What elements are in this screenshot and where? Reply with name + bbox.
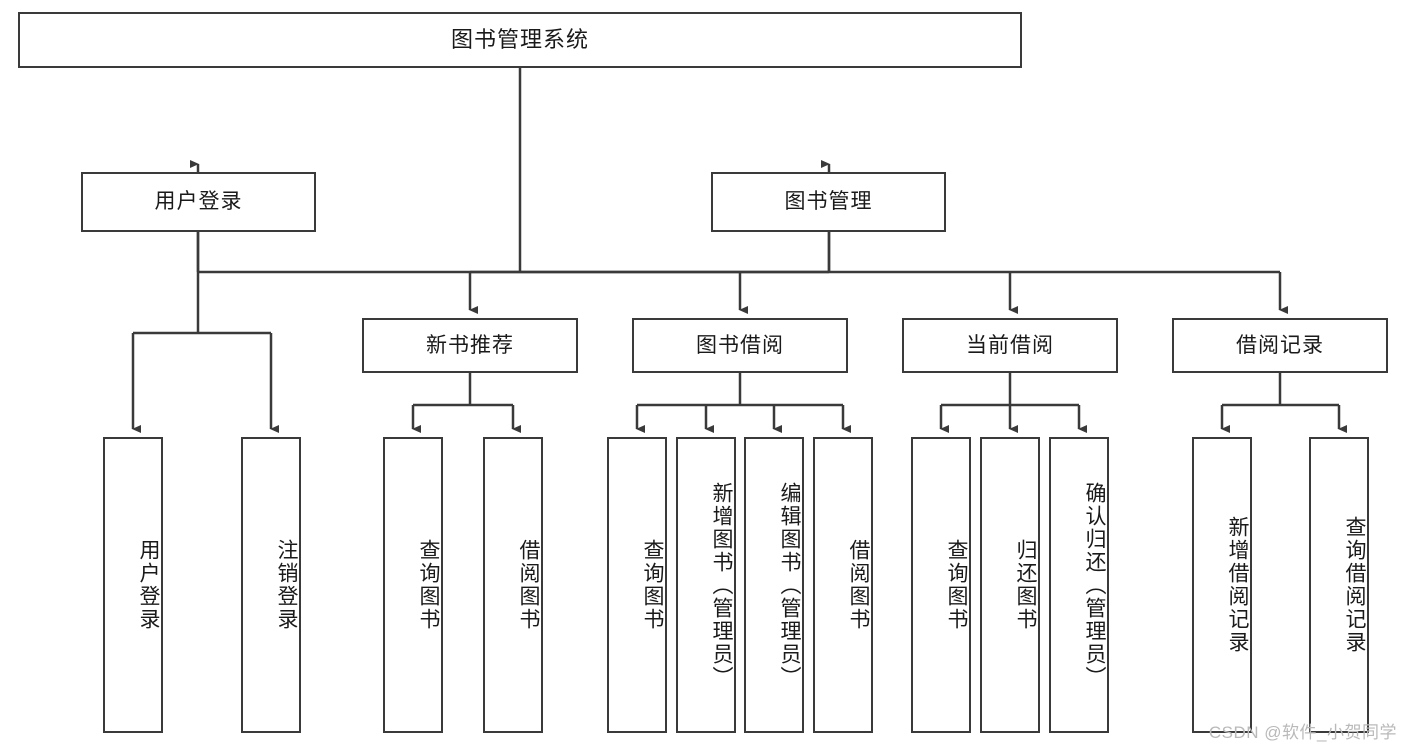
node-leaf-add-book-label: 新增图书（管理员）: [710, 481, 733, 689]
node-leaf-query-book-1-label: 查询图书: [417, 539, 440, 631]
node-user-login[interactable]: 用户登录: [81, 172, 316, 232]
node-leaf-confirm-return-label: 确认归还（管理员）: [1083, 481, 1106, 689]
node-book-borrow[interactable]: 图书借阅: [632, 318, 848, 373]
node-root[interactable]: 图书管理系统: [18, 12, 1022, 68]
node-borrow-record-label: 借阅记录: [1236, 333, 1324, 357]
node-root-label: 图书管理系统: [450, 26, 589, 52]
node-leaf-return-book[interactable]: 归还图书: [980, 437, 1040, 733]
node-user-login-label: 用户登录: [154, 190, 243, 214]
node-leaf-add-record[interactable]: 新增借阅记录: [1192, 437, 1252, 733]
csdn-watermark: CSDN @软件_小贺同学: [1208, 723, 1397, 742]
node-leaf-user-logout-label: 注销登录: [275, 539, 298, 631]
node-leaf-borrow-book-1[interactable]: 借阅图书: [483, 437, 543, 733]
node-leaf-query-record[interactable]: 查询借阅记录: [1309, 437, 1369, 733]
node-leaf-add-record-label: 新增借阅记录: [1226, 516, 1249, 654]
node-leaf-borrow-book-2-label: 借阅图书: [847, 539, 870, 631]
node-leaf-query-book-3-label: 查询图书: [945, 539, 968, 631]
node-leaf-query-book-2[interactable]: 查询图书: [607, 437, 667, 733]
node-current-borrow[interactable]: 当前借阅: [902, 318, 1118, 373]
node-leaf-query-book-3[interactable]: 查询图书: [911, 437, 971, 733]
node-leaf-query-book-1[interactable]: 查询图书: [383, 437, 443, 733]
node-leaf-query-record-label: 查询借阅记录: [1343, 516, 1366, 654]
node-book-borrow-label: 图书借阅: [696, 333, 784, 357]
node-current-borrow-label: 当前借阅: [966, 333, 1054, 357]
node-leaf-edit-book[interactable]: 编辑图书（管理员）: [744, 437, 804, 733]
node-new-book-rec[interactable]: 新书推荐: [362, 318, 578, 373]
node-leaf-borrow-book-1-label: 借阅图书: [517, 539, 540, 631]
node-borrow-record[interactable]: 借阅记录: [1172, 318, 1388, 373]
node-leaf-user-login-label: 用户登录: [137, 539, 160, 631]
node-book-manage[interactable]: 图书管理: [711, 172, 946, 232]
node-leaf-user-login[interactable]: 用户登录: [103, 437, 163, 733]
node-leaf-user-logout[interactable]: 注销登录: [241, 437, 301, 733]
node-book-manage-label: 图书管理: [784, 190, 873, 214]
node-new-book-rec-label: 新书推荐: [426, 333, 514, 357]
node-leaf-confirm-return[interactable]: 确认归还（管理员）: [1049, 437, 1109, 733]
node-leaf-add-book[interactable]: 新增图书（管理员）: [676, 437, 736, 733]
node-leaf-query-book-2-label: 查询图书: [641, 539, 664, 631]
node-leaf-borrow-book-2[interactable]: 借阅图书: [813, 437, 873, 733]
node-leaf-return-book-label: 归还图书: [1014, 539, 1037, 631]
node-leaf-edit-book-label: 编辑图书（管理员）: [778, 481, 801, 689]
